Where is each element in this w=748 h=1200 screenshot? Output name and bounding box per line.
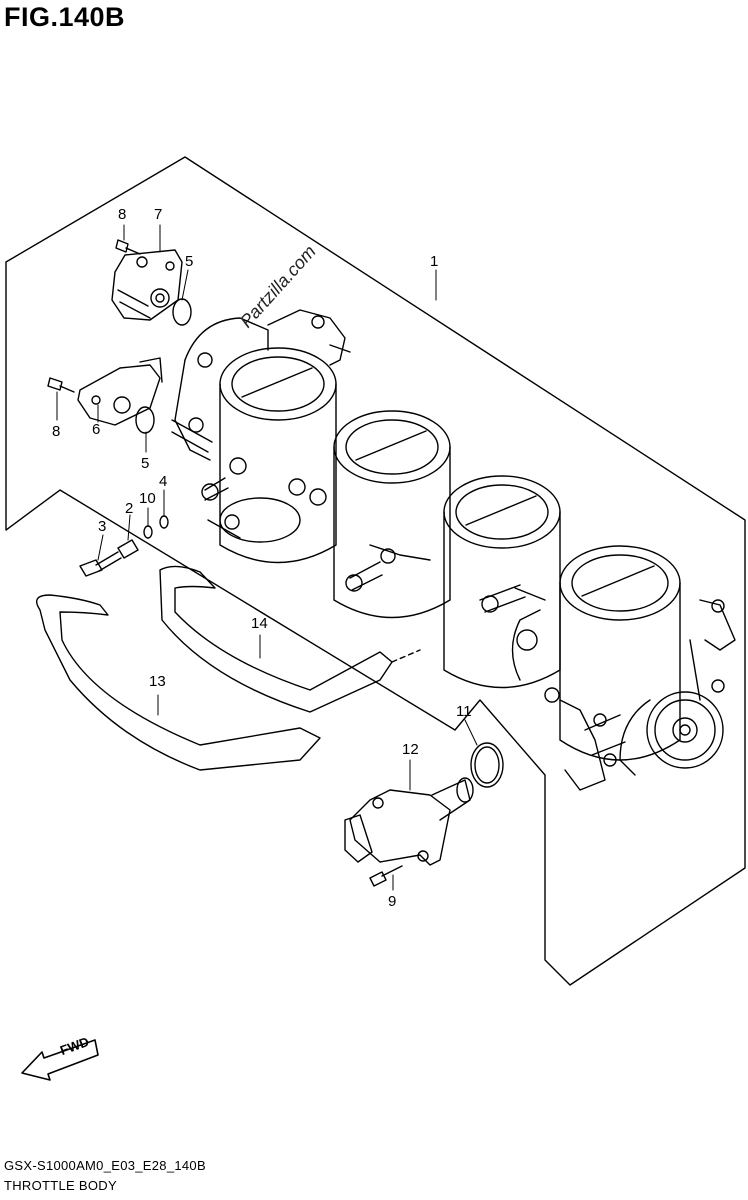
- callout-5-left: 5: [141, 455, 150, 472]
- o-ring-part-5-top: [172, 298, 192, 326]
- fwd-arrow-icon: [21, 1039, 99, 1081]
- section-name: THROTTLE BODY: [4, 1178, 117, 1193]
- figure-title: FIG.140B: [4, 2, 126, 32]
- callout-9: 9: [388, 893, 397, 910]
- leader-lines: [56, 224, 478, 891]
- sensor-part-6: [77, 357, 163, 426]
- screw-part-8-top: [115, 239, 141, 255]
- callout-5-top: 5: [185, 253, 194, 270]
- hose-part-14: [159, 565, 393, 713]
- tps-sensor-part-7: [111, 249, 183, 321]
- callout-12: 12: [402, 741, 419, 758]
- throttle-bore-4: [559, 545, 681, 761]
- o-ring-part-4: [159, 515, 169, 529]
- callout-4: 4: [159, 473, 168, 490]
- callout-10: 10: [139, 490, 156, 507]
- o-ring-part-11: [470, 742, 504, 788]
- plug-part-2: [117, 539, 139, 559]
- callout-8-left: 8: [52, 423, 61, 440]
- screw-part-8-left: [47, 377, 75, 393]
- callout-8-top: 8: [118, 206, 127, 223]
- throttle-pulley: [619, 691, 724, 776]
- assembly-boundary: [5, 156, 746, 986]
- callout-2: 2: [125, 500, 134, 517]
- callout-14: 14: [251, 615, 268, 632]
- throttle-stop-arm: [689, 599, 736, 701]
- callout-13: 13: [149, 673, 166, 690]
- hose-part-13: [36, 594, 321, 771]
- callout-1: 1: [430, 253, 439, 270]
- washer-part-10: [143, 525, 153, 539]
- model-code: GSX-S1000AM0_E03_E28_140B: [4, 1158, 206, 1173]
- callout-7: 7: [154, 206, 163, 223]
- isc-valve-part-12: [344, 777, 474, 866]
- throttle-bore-1: [219, 347, 337, 564]
- callout-3: 3: [98, 518, 107, 535]
- throttle-linkage-top: [267, 309, 351, 366]
- o-ring-part-5-left: [135, 406, 155, 434]
- throttle-bore-3: [443, 475, 561, 689]
- throttle-body-left-flange: [171, 317, 269, 539]
- throttle-bore-2: [333, 410, 451, 619]
- screw-part-9: [369, 865, 403, 887]
- vacuum-nipples: [201, 477, 546, 613]
- callout-6: 6: [92, 421, 101, 438]
- throttle-body-right-housing: [511, 609, 626, 791]
- screw-part-3: [79, 551, 122, 577]
- callout-11: 11: [456, 703, 472, 720]
